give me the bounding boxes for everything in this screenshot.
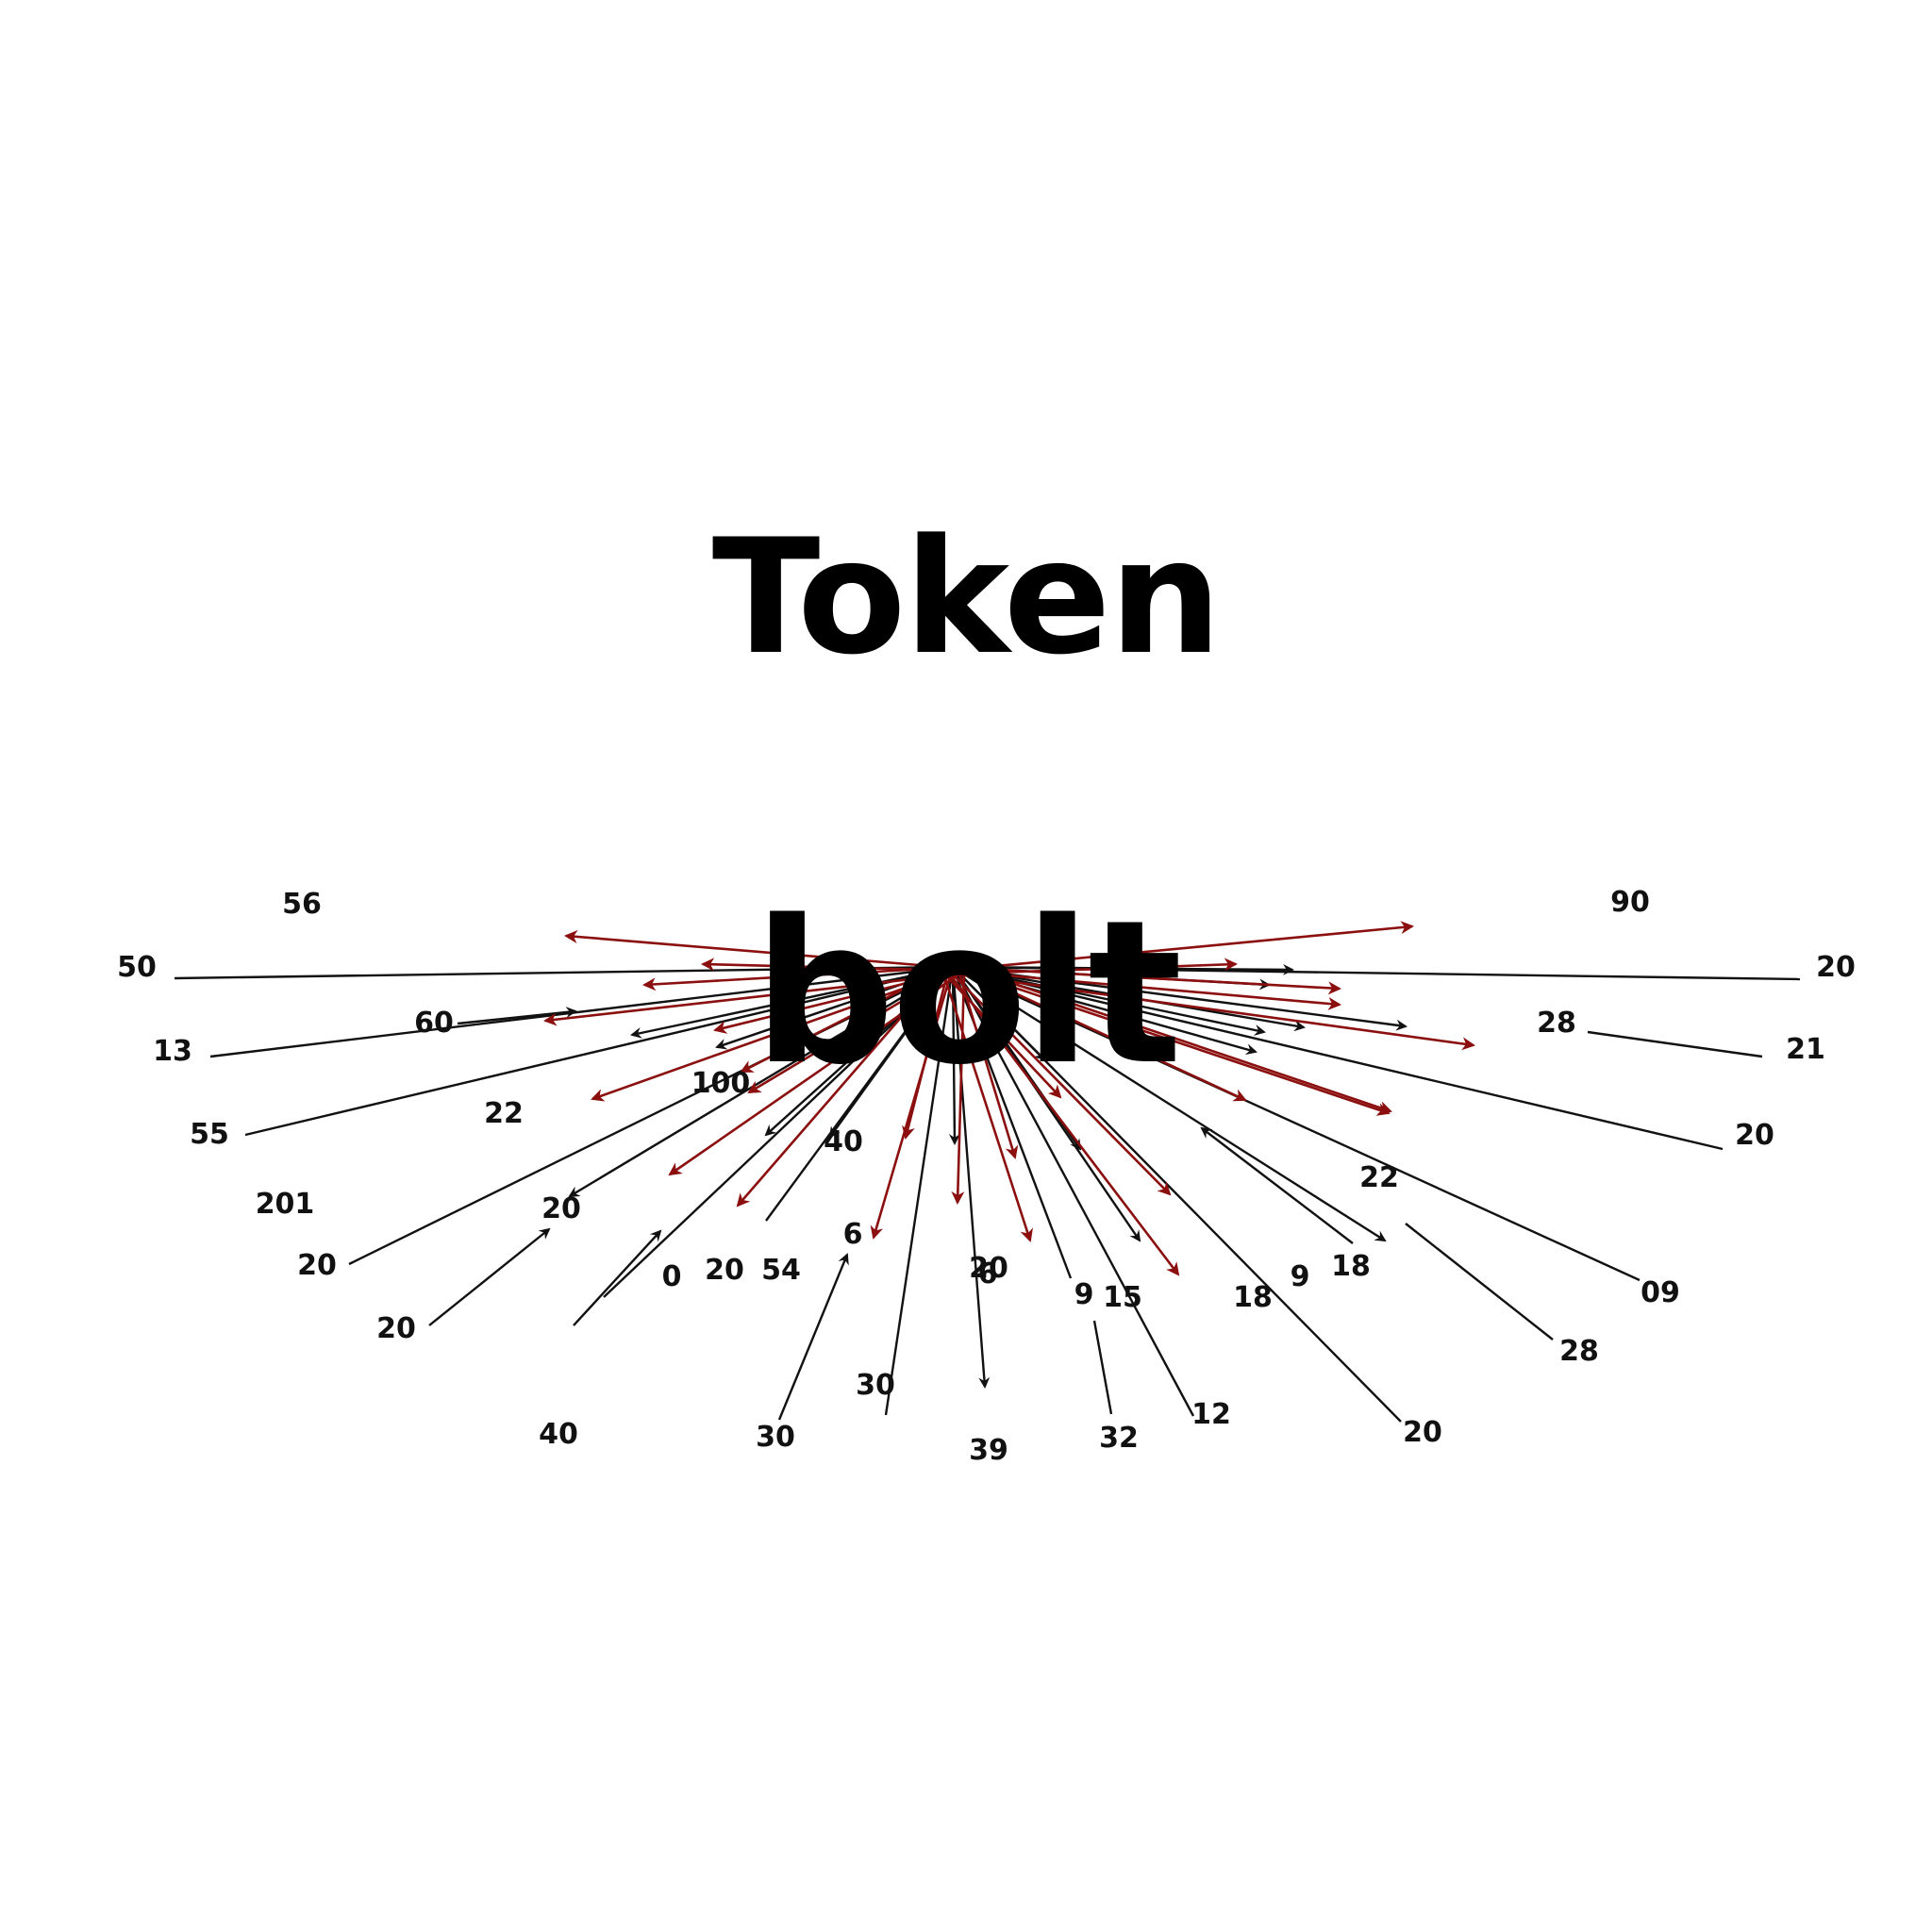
black-arrow: [884, 966, 955, 1416]
arrow-label: 22: [1359, 1161, 1399, 1194]
diagram-title: Token: [711, 505, 1222, 690]
black-arrow: [630, 965, 954, 1039]
black-arrow: [1200, 1126, 1354, 1244]
arrow-label: 30: [756, 1421, 795, 1454]
black-arrow: [952, 965, 1641, 1282]
red-arrow: [963, 965, 1392, 1114]
red-arrow: [870, 966, 955, 1240]
black-arrow: [573, 1229, 662, 1326]
red-arrow: [736, 970, 942, 1208]
arrow-label: 55: [190, 1118, 229, 1151]
black-arrow: [209, 965, 954, 1058]
arrow-label: 28: [1559, 1335, 1599, 1368]
black-arrow: [952, 965, 1724, 1151]
arrow-label: 28: [1537, 1007, 1576, 1040]
black-arrow: [174, 965, 954, 980]
black-arrow: [603, 966, 954, 1298]
black-arrow: [1405, 1223, 1554, 1341]
arrow-label: 20: [969, 1252, 1008, 1285]
arrow-label: 40: [539, 1418, 578, 1451]
arrow-label: 9: [1074, 1278, 1094, 1311]
arrow-label: 22: [484, 1097, 524, 1130]
arrow-label: 6: [978, 1257, 998, 1291]
arrow-label: 20: [1403, 1416, 1442, 1449]
red-arrow: [963, 969, 1391, 1116]
arrow-label: 20: [1816, 951, 1856, 984]
arrow-label: 15: [1103, 1281, 1142, 1314]
arrow-label: 40: [824, 1125, 863, 1158]
red-arrow: [958, 965, 1247, 1102]
red-arrow: [946, 965, 1341, 995]
arrow-label: 50: [117, 951, 157, 984]
black-arrow: [948, 966, 960, 1145]
black-arrow: [952, 966, 1141, 1242]
arrow-label: 9: [1291, 1260, 1310, 1293]
red-arrow: [952, 969, 1341, 1010]
red-arrow: [946, 921, 1414, 973]
arrow-label: 39: [969, 1434, 1008, 1467]
arrow-label: 20: [705, 1254, 744, 1287]
red-arrow: [701, 958, 965, 973]
black-arrow: [244, 965, 954, 1137]
arrow-label: 18: [1331, 1250, 1371, 1283]
red-arrow: [713, 973, 942, 1034]
red-arrow: [564, 930, 942, 969]
arrow-label: 56: [282, 888, 322, 921]
red-arrow: [941, 958, 1238, 976]
red-arrow: [747, 969, 954, 1094]
black-arrow: [428, 1227, 551, 1326]
arrow-label: 30: [856, 1369, 895, 1402]
black-arrow: [1092, 1320, 1113, 1415]
black-arrow: [828, 966, 954, 1139]
arrow-label: 18: [1233, 1281, 1273, 1314]
black-arrow: [1587, 1030, 1763, 1058]
black-arrow: [951, 966, 991, 1389]
red-arrow: [940, 966, 1033, 1242]
center-word: bolt: [753, 877, 1183, 1108]
arrow-label: 21: [1786, 1033, 1825, 1066]
black-arrow: [952, 965, 1387, 1242]
arrow-label: 54: [761, 1254, 801, 1287]
arrow-label: 12: [1191, 1398, 1231, 1431]
arrow-label: 32: [1099, 1422, 1139, 1455]
arrow-label: 20: [541, 1192, 581, 1225]
arrow-label: 20: [297, 1249, 337, 1282]
red-arrow: [958, 973, 1475, 1051]
black-arrow: [952, 966, 1402, 1423]
black-arrow: [951, 966, 1195, 1417]
black-arrow: [952, 965, 1266, 1036]
arrow-label: 6: [843, 1218, 863, 1251]
red-arrow: [945, 970, 1180, 1276]
red-arrow: [957, 970, 1019, 1159]
red-arrow: [543, 973, 954, 1026]
arrow-label: 100: [691, 1067, 751, 1100]
red-arrow: [591, 965, 965, 1102]
red-arrow: [941, 970, 1062, 1099]
arrow-label: 09: [1641, 1276, 1680, 1309]
arrow-label: 60: [414, 1007, 454, 1040]
arrow-label: 90: [1610, 886, 1650, 919]
arrow-label: 0: [662, 1260, 682, 1293]
arrow-label: 13: [153, 1035, 192, 1068]
arrow-label: 20: [376, 1312, 416, 1345]
arrow-label: 201: [256, 1188, 315, 1221]
arrow-label: 20: [1735, 1119, 1774, 1152]
red-arrow: [951, 974, 966, 1205]
black-arrow: [777, 1253, 849, 1421]
